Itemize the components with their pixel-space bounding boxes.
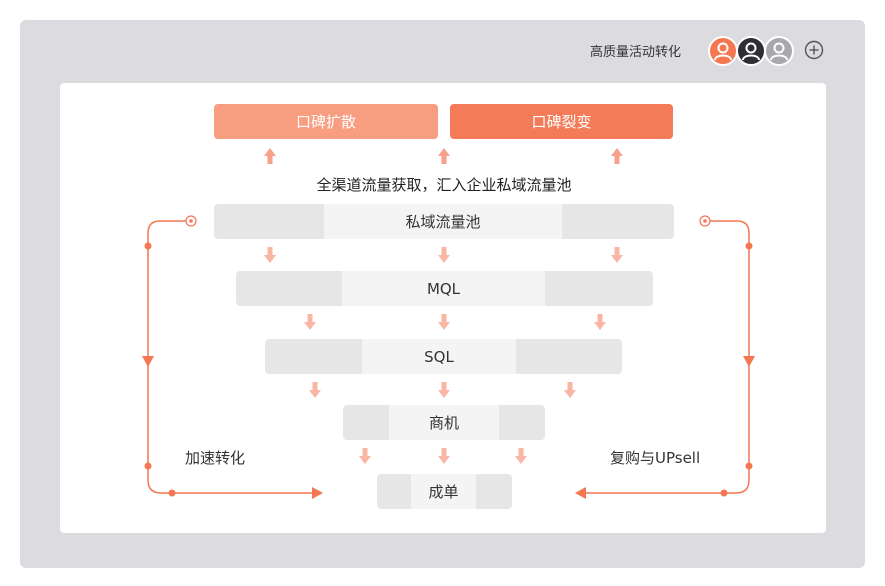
- down-arrow-icon: [564, 382, 576, 398]
- down-arrow-icon: [359, 448, 371, 464]
- down-arrow-icon: [594, 314, 606, 330]
- word-of-mouth-spread-button[interactable]: 口碑扩散: [214, 104, 438, 139]
- add-member-button[interactable]: [804, 40, 824, 60]
- user-icon: [770, 42, 788, 61]
- funnel-level-mql: MQL: [236, 271, 653, 306]
- up-arrow-icon: [611, 148, 623, 164]
- user-icon: [714, 42, 732, 61]
- funnel-level-sql: SQL: [265, 339, 622, 374]
- word-of-mouth-fission-button[interactable]: 口碑裂变: [450, 104, 673, 139]
- avatar-orange[interactable]: [708, 36, 738, 66]
- accelerate-conversion-label: 加速转化: [185, 449, 246, 467]
- plus-circle-icon: [804, 40, 824, 60]
- page-title: 高质量活动转化: [590, 45, 682, 60]
- word-of-mouth-fission-label: 口碑裂变: [531, 113, 592, 131]
- funnel-level-opportunity: 商机: [343, 405, 545, 440]
- down-arrow-icon: [438, 314, 450, 330]
- funnel-level-private-pool: 私域流量池: [214, 204, 674, 239]
- user-icon: [742, 42, 760, 61]
- down-arrow-icon: [309, 382, 321, 398]
- down-arrow-icon: [438, 247, 450, 263]
- funnel-label: 成单: [428, 483, 459, 501]
- funnel-caption: 全渠道流量获取，汇入企业私域流量池: [316, 176, 572, 194]
- funnel-label: SQL: [424, 347, 454, 366]
- repurchase-upsell-label: 复购与UPsell: [610, 449, 701, 467]
- down-arrow-icon: [304, 314, 316, 330]
- down-arrow-icon: [515, 448, 527, 464]
- down-arrow-icon: [438, 448, 450, 464]
- left-loop-connector: [142, 215, 323, 499]
- up-arrow-icon: [264, 148, 276, 164]
- word-of-mouth-spread-label: 口碑扩散: [295, 113, 356, 131]
- down-arrow-icon: [611, 247, 623, 263]
- funnel-label: 私域流量池: [405, 213, 481, 231]
- funnel-label: MQL: [426, 279, 461, 298]
- funnel-label: 商机: [428, 414, 459, 432]
- down-arrow-icon: [438, 382, 450, 398]
- up-arrow-icon: [438, 148, 450, 164]
- down-arrow-icon: [264, 247, 276, 263]
- avatar-gray[interactable]: [764, 36, 794, 66]
- right-loop-connector: [575, 215, 755, 499]
- funnel-level-deal: 成单: [377, 474, 512, 509]
